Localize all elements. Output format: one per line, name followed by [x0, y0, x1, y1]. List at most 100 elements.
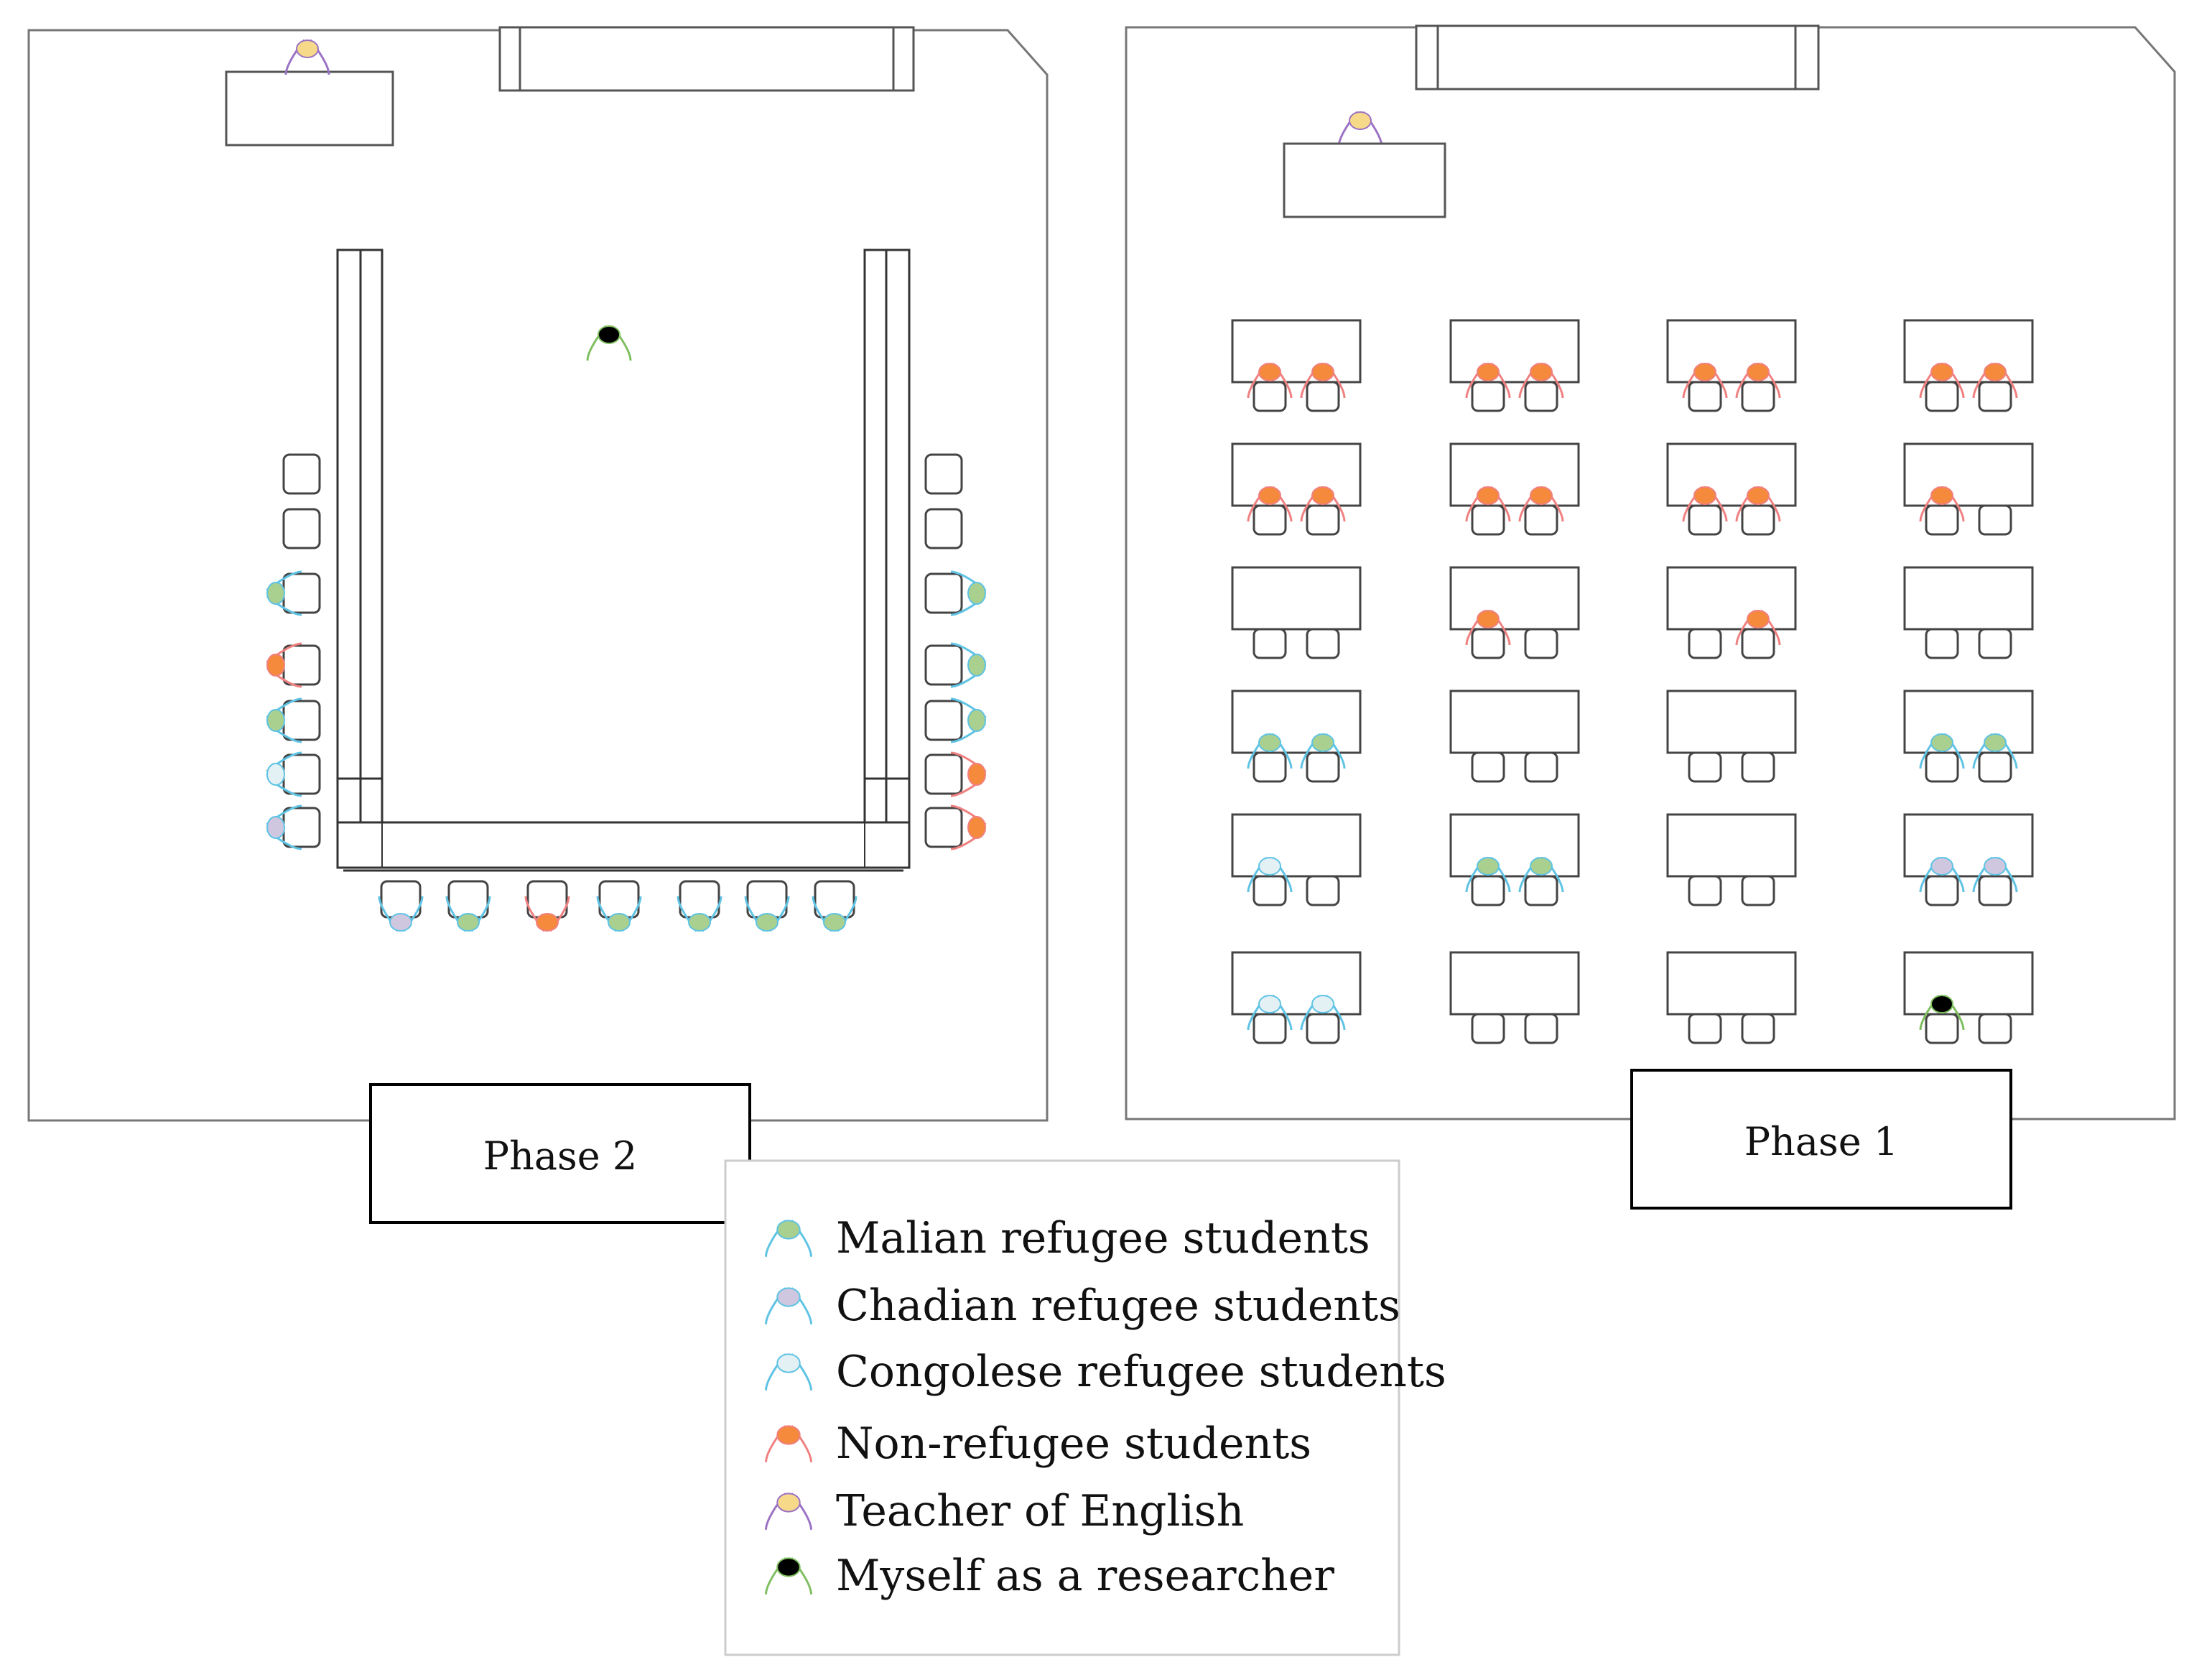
chair: [598, 880, 640, 919]
chair: [1524, 1013, 1558, 1044]
chair: [746, 880, 788, 919]
phase1-desk: [1666, 442, 1797, 536]
chair: [1524, 875, 1558, 906]
chair: [1978, 381, 2012, 412]
person-chadian: [1919, 856, 1965, 893]
person-nonrefugee: [1247, 486, 1293, 522]
phase1-desk: [1231, 442, 1362, 536]
phase2-left-seat: [265, 642, 321, 688]
phase2-right-seat: [924, 751, 987, 797]
phase2-left-seat: [282, 453, 321, 495]
phase2-label: Phase 2: [483, 1133, 638, 1179]
chair: [924, 508, 963, 549]
chair: [282, 644, 321, 686]
phase2-bottom-seat: [445, 880, 491, 932]
phase2-right-seat: [924, 697, 987, 743]
chair: [1978, 875, 2012, 906]
phase2-teacher-desk: [225, 70, 394, 147]
chair: [1306, 1013, 1340, 1044]
chair: [924, 700, 963, 741]
person-nonrefugee: [950, 804, 987, 850]
person-researcher: [765, 1556, 812, 1595]
person-nonrefugee: [1919, 486, 1965, 522]
phase1-desk: [1666, 690, 1797, 783]
person-malian: [1465, 856, 1511, 893]
phase1-teacher-desk: [1283, 142, 1446, 218]
phase2-bottom-seat: [677, 880, 722, 932]
phase1-desk: [1449, 566, 1580, 659]
phase1-desk: [1449, 813, 1580, 906]
phase1-desk: [1231, 690, 1362, 783]
chair: [282, 453, 321, 495]
chair: [1471, 628, 1505, 659]
chair: [1978, 504, 2012, 536]
person-nonrefugee: [1735, 362, 1781, 399]
chair: [1978, 628, 2012, 659]
chair: [1252, 504, 1287, 536]
person-nonrefugee: [1465, 486, 1511, 522]
person-chadian: [265, 804, 302, 850]
chair: [1925, 504, 1959, 536]
phase2-right-seat: [924, 453, 963, 495]
chair: [1471, 381, 1505, 412]
chair: [1688, 504, 1722, 536]
chair: [1741, 875, 1775, 906]
phase1-desk: [1666, 951, 1797, 1044]
legend-label: Chadian refugee students: [836, 1281, 1400, 1331]
phase1-desk: [1903, 813, 2034, 906]
phase2-left-seat: [282, 508, 321, 549]
phase1-desk: [1231, 951, 1362, 1044]
chair: [1741, 628, 1775, 659]
chair: [1925, 628, 1959, 659]
chair: [924, 572, 963, 614]
chair: [1741, 1013, 1775, 1044]
legend-label: Non-refugee students: [836, 1419, 1311, 1469]
person-congolese: [1247, 856, 1293, 893]
phase1-label-box: Phase 1: [1630, 1069, 2012, 1210]
person-malian: [950, 570, 987, 616]
person-nonrefugee: [524, 896, 570, 932]
chair: [1741, 381, 1775, 412]
chair: [282, 508, 321, 549]
chair: [380, 880, 422, 919]
chair: [526, 880, 568, 919]
person-nonrefugee: [1247, 362, 1293, 399]
person-malian: [1972, 733, 2018, 769]
chair: [1252, 381, 1287, 412]
phase1-desk: [1449, 951, 1580, 1044]
chair: [924, 753, 963, 795]
person-malian: [596, 896, 642, 932]
chair: [282, 807, 321, 848]
person-nonrefugee: [1682, 486, 1728, 522]
person-nonrefugee: [1465, 362, 1511, 399]
person-malian: [1300, 733, 1346, 769]
legend-item-congolese: Congolese refugee students: [765, 1347, 1446, 1397]
person-malian: [1919, 733, 1965, 769]
person-chadian: [378, 896, 424, 932]
chair: [1306, 875, 1340, 906]
chair: [1688, 875, 1722, 906]
legend-item-researcher: Myself as a researcher: [765, 1551, 1334, 1601]
phase2-researcher: [586, 325, 632, 361]
person-nonrefugee: [1919, 362, 1965, 399]
person-congolese: [265, 751, 302, 797]
chair: [282, 700, 321, 741]
chair: [1306, 751, 1340, 783]
person-nonrefugee: [950, 751, 987, 797]
phase2-bottom-seat: [812, 880, 858, 932]
chair: [924, 807, 963, 848]
phase2-bottom-seat: [378, 880, 424, 932]
phase2-teacher: [284, 39, 330, 75]
chair: [1741, 504, 1775, 536]
person-nonrefugee: [1972, 362, 2018, 399]
phase1-room-outline: [1125, 26, 2176, 1120]
phase2-left-seat: [265, 570, 321, 616]
phase2-right-seat: [924, 570, 987, 616]
phase1-desk: [1903, 690, 2034, 783]
chair: [1306, 381, 1340, 412]
person-nonrefugee: [1518, 362, 1564, 399]
person-malian: [812, 896, 858, 932]
phase2-left-seat: [265, 804, 321, 850]
